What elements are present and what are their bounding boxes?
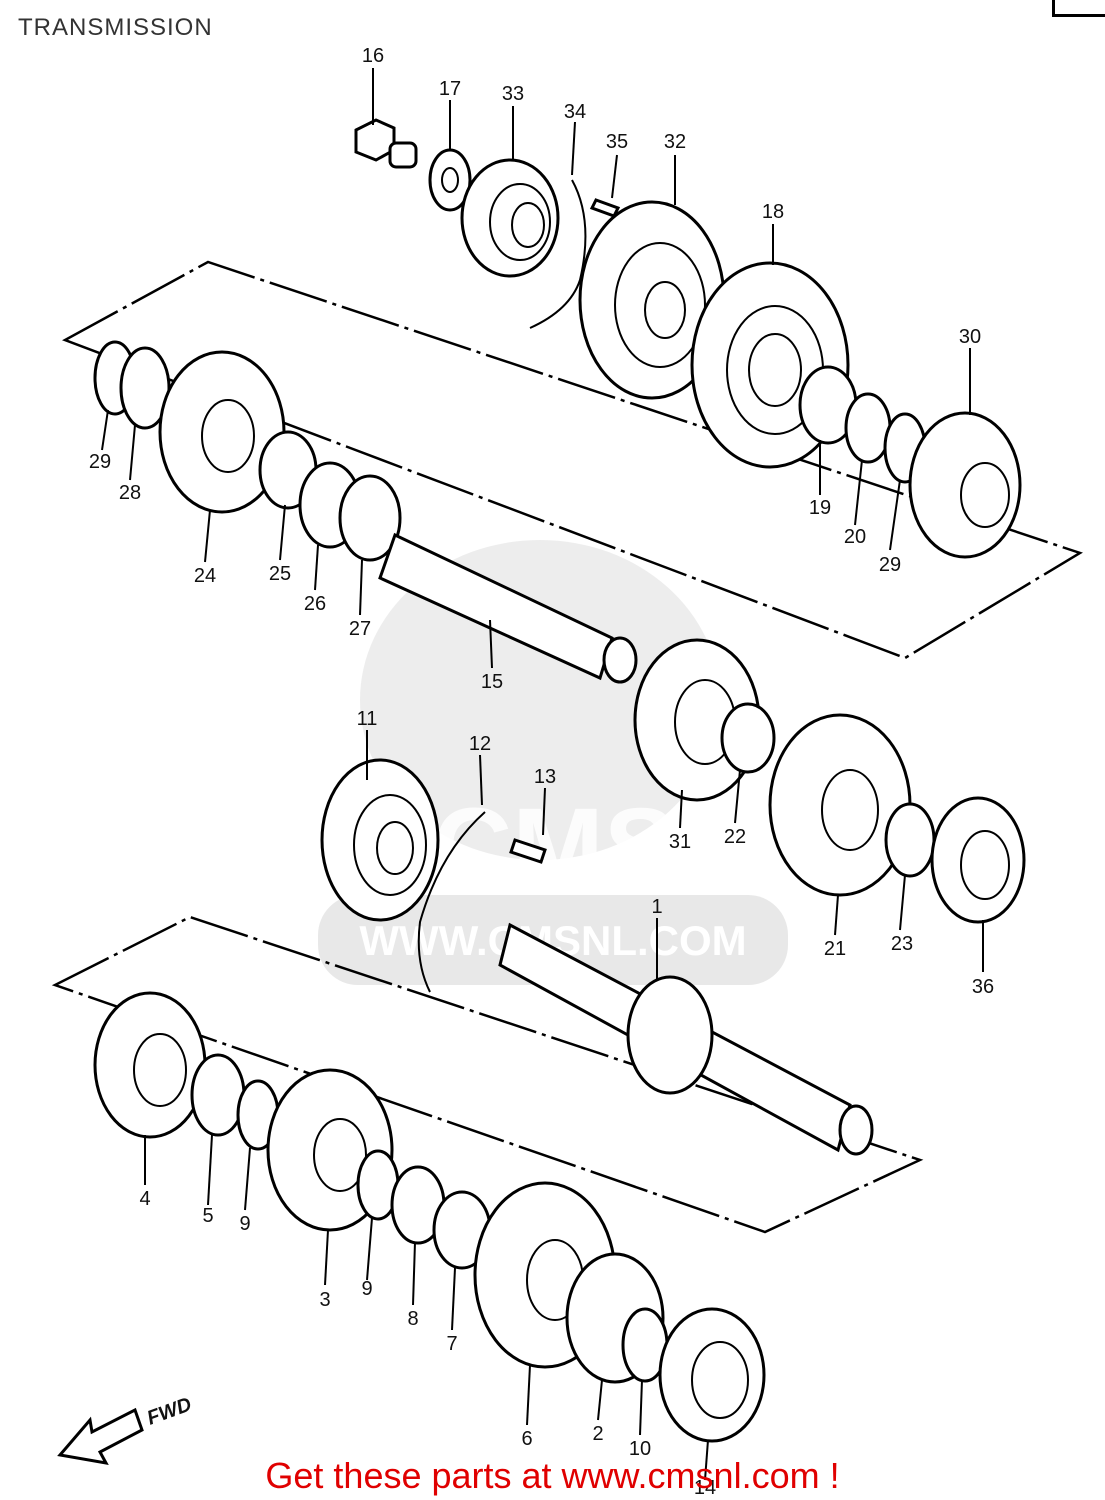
label-20: 20: [844, 526, 866, 548]
label-35: 35: [606, 131, 628, 153]
bushing-22: [720, 702, 776, 774]
label-36: 36: [972, 976, 994, 998]
fwd-label: FWD: [144, 1393, 194, 1429]
label-15: 15: [481, 671, 503, 693]
label-13: 13: [534, 766, 556, 788]
page-title: TRANSMISSION: [18, 14, 213, 41]
label-23: 23: [891, 933, 913, 955]
bearing-36: [930, 796, 1026, 924]
label-12: 12: [469, 733, 491, 755]
bolt-shank-16: [388, 141, 418, 169]
retainer-12: [417, 811, 486, 993]
label-32: 32: [664, 131, 686, 153]
label-29-right: 29: [879, 554, 901, 576]
label-29-left: 29: [89, 451, 111, 473]
label-3: 3: [319, 1289, 330, 1311]
frame-corner: [1052, 0, 1105, 17]
label-17: 17: [439, 78, 461, 100]
bolt-head-16: [354, 118, 396, 162]
arrow-icon: [57, 1407, 144, 1466]
washer-23: [884, 802, 936, 878]
driveshaft: [498, 922, 874, 1156]
bottom-cluster: [93, 991, 766, 1443]
label-22: 22: [724, 826, 746, 848]
label-1: 1: [651, 896, 662, 918]
gear-4: [93, 991, 207, 1139]
label-10: 10: [629, 1438, 651, 1460]
label-18: 18: [762, 201, 784, 223]
screw-13: [509, 838, 547, 864]
driveshaft-frame: [51, 915, 924, 1234]
label-26: 26: [304, 593, 326, 615]
label-27: 27: [349, 618, 371, 640]
washer-27: [338, 474, 402, 562]
washer-5: [190, 1053, 246, 1137]
label-24: 24: [194, 565, 216, 587]
part-labels: 16 17 33 34 35 32 18 30 19 20 29 29 28 2…: [89, 45, 994, 1499]
label-2: 2: [592, 1423, 603, 1445]
label-7: 7: [446, 1333, 457, 1355]
label-31: 31: [669, 831, 691, 853]
label-6: 6: [521, 1428, 532, 1450]
gear-30: [908, 411, 1022, 559]
label-28: 28: [119, 482, 141, 504]
shop-link[interactable]: Get these parts at www.cmsnl.com !: [265, 1455, 840, 1496]
middle-cluster: [320, 638, 1026, 993]
watermark-banner: [318, 895, 788, 985]
top-cluster: [354, 118, 1022, 559]
label-9-right: 9: [361, 1278, 372, 1300]
countershaft-left: [93, 340, 638, 684]
label-5: 5: [202, 1205, 213, 1227]
countershaft-15: [378, 532, 614, 681]
label-30: 30: [959, 326, 981, 348]
driveshaft-gear-1: [626, 975, 714, 1095]
label-9-left: 9: [239, 1213, 250, 1235]
gear-21: [768, 713, 912, 897]
countershaft-frame: [62, 260, 1083, 660]
leader-lines: [101, 68, 984, 1481]
label-8: 8: [407, 1308, 418, 1330]
label-19: 19: [809, 497, 831, 519]
label-11: 11: [357, 708, 378, 730]
label-4: 4: [139, 1188, 150, 1210]
bearing-11: [320, 758, 440, 922]
fwd-arrow: FWD: [57, 1393, 195, 1466]
watermark: CMS WWW.CMSNL.COM: [318, 540, 788, 985]
label-21: 21: [824, 938, 846, 960]
screw-35: [589, 198, 621, 218]
label-14: 14: [694, 1477, 716, 1499]
label-25: 25: [269, 563, 291, 585]
label-16: 16: [362, 45, 384, 67]
label-34: 34: [564, 101, 586, 123]
washer-20: [844, 392, 892, 464]
watermark-logo: [360, 540, 720, 860]
label-33: 33: [502, 83, 524, 105]
watermark-brand: CMS: [433, 786, 677, 909]
